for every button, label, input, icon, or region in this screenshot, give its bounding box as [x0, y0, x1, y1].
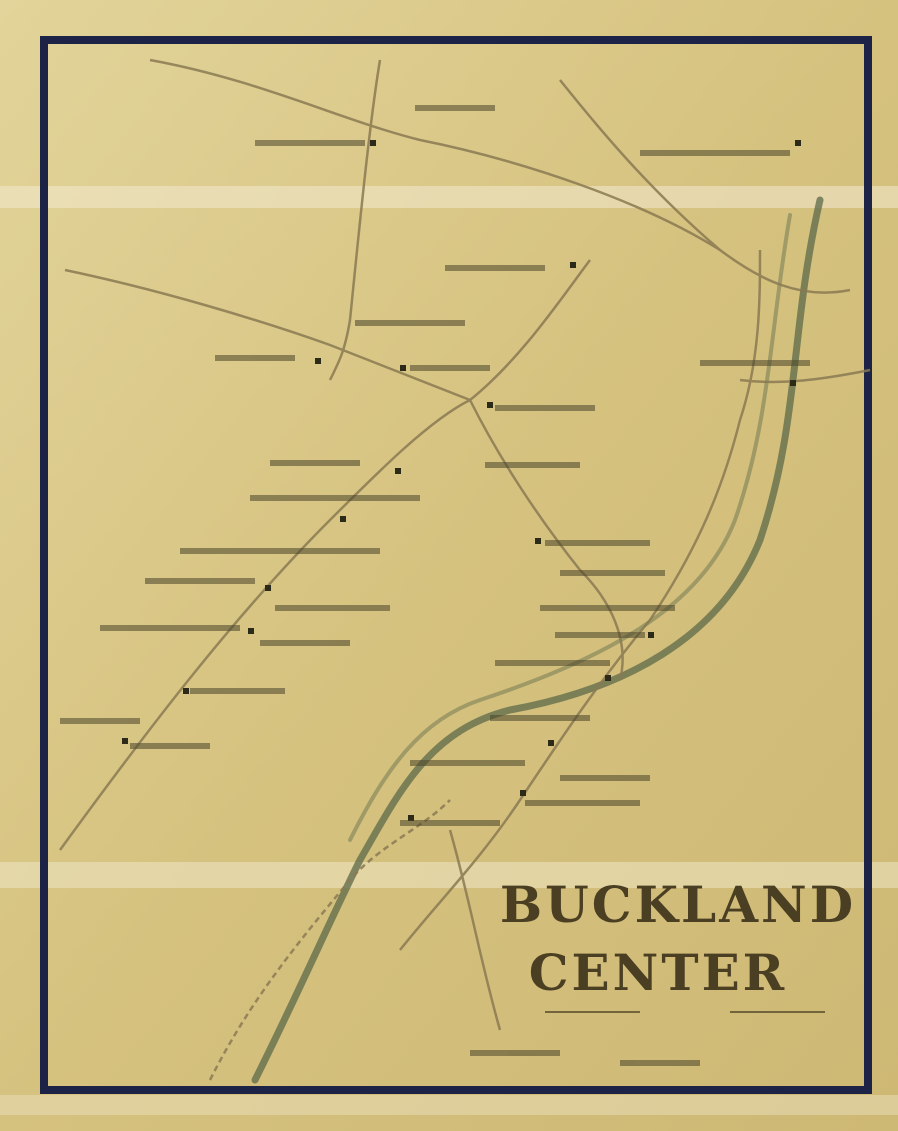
fold-lines	[0, 186, 898, 1115]
illegible-labels	[60, 105, 810, 1066]
river	[251, 196, 824, 1084]
map-title-line2: CENTER	[529, 943, 787, 1002]
roads	[58, 58, 871, 1081]
map-border	[40, 36, 872, 1094]
building-markers	[122, 140, 801, 821]
map-title-line1: BUCKLAND	[500, 875, 856, 934]
